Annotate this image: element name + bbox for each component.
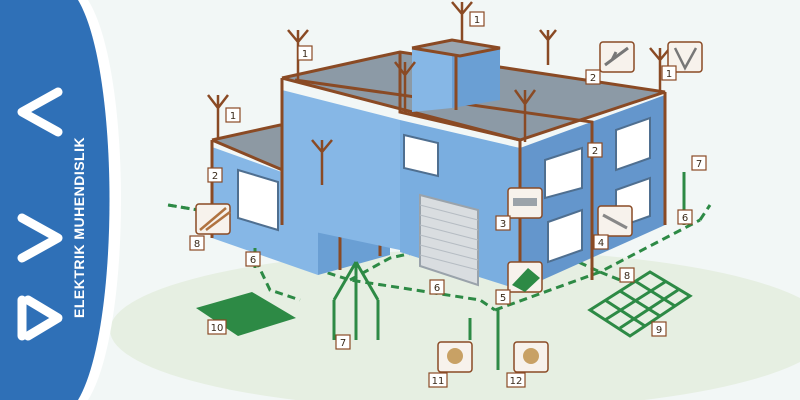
callout-10: 10 — [211, 323, 224, 334]
callout-boxes — [189, 11, 707, 388]
callout-1c: 1 — [474, 15, 480, 26]
callout-4: 4 — [598, 238, 604, 249]
callout-8a: 8 — [194, 239, 200, 250]
component-insets — [195, 41, 703, 373]
callout-2b: 2 — [212, 171, 218, 182]
callout-6a: 6 — [250, 255, 256, 266]
brand-logo — [17, 87, 63, 341]
brand-panel — [0, 0, 121, 400]
callout-2a: 2 — [590, 73, 596, 84]
callout-7b: 7 — [696, 159, 702, 170]
callout-8b: 8 — [624, 271, 630, 282]
callout-12: 12 — [510, 376, 523, 387]
brand-tagline: ELEKTRIK MUHENDISLIK — [71, 137, 87, 318]
callout-6c: 6 — [682, 213, 688, 224]
callout-5: 5 — [500, 293, 506, 304]
earthing-mesh — [587, 270, 693, 338]
callout-3: 3 — [500, 219, 506, 230]
callout-2c: 2 — [592, 146, 598, 157]
callout-1b: 1 — [230, 111, 236, 122]
callout-labels: 1 1 1 1 2 2 2 3 4 5 6 6 6 7 7 8 8 9 10 1… — [194, 15, 702, 387]
callout-9: 9 — [656, 325, 662, 336]
callout-1a: 1 — [302, 49, 308, 60]
ground-plate — [196, 292, 296, 336]
callout-11: 11 — [432, 376, 445, 387]
callout-7a: 7 — [340, 338, 346, 349]
callout-6b: 6 — [434, 283, 440, 294]
main-building — [237, 38, 667, 290]
callout-1d: 1 — [666, 69, 672, 80]
